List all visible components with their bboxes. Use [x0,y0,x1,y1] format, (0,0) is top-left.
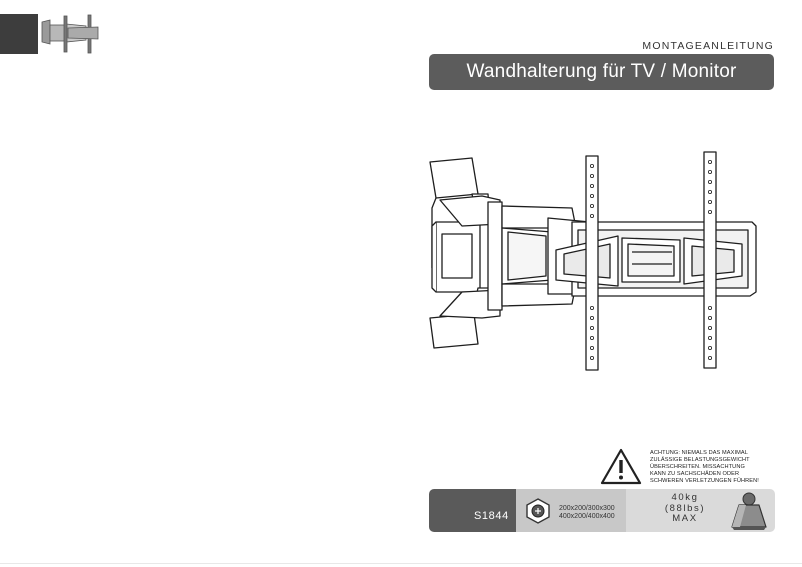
model-number: S1844 [474,510,509,522]
bottom-divider [0,563,802,564]
tv-wall-mount-illustration [429,151,757,371]
warning-text: ACHTUNG: NIEMALS DAS MAXIMAL ZULÄSSIGE B… [650,450,774,485]
vesa-section: 200x200/300x300 400x200/400x400 [516,489,626,532]
load-kg: 40kg [671,492,699,503]
document-type-label: MONTAGEANLEITUNG [642,40,774,52]
load-max: MAX [672,513,698,524]
warning-line: ÜBERSCHREITEN. MISSACHTUNG [650,463,745,470]
title-banner: Wandhalterung für TV / Monitor [429,54,774,90]
warning-line: ZULÄSSIGE BELASTUNGSGEWICHT [650,456,750,463]
warning-line: ACHTUNG: NIEMALS DAS MAXIMAL [650,450,748,456]
product-thumbnail [39,14,103,54]
weight-icon [731,492,767,530]
load-lbs: (88lbs) [664,502,706,514]
warning-triangle-icon [600,448,642,485]
warning-line: SCHWEREN VERLETZUNGEN FÜHREN! [650,477,759,484]
max-load: 40kg (88lbs) MAX [654,492,716,525]
page-title: Wandhalterung für TV / Monitor [466,61,737,82]
vesa-sizes: 200x200/300x300 400x200/400x400 [559,505,615,521]
vesa-line: 200x200/300x300 [559,505,615,512]
warning-line: KANN ZU SACHSCHÄDEN ODER [650,470,740,477]
load-section: 40kg (88lbs) MAX [626,489,775,532]
vesa-mount-icon [526,498,550,524]
model-section: S1844 [429,489,516,532]
spec-bar: S1844 200x200/300x300 400x200/400x400 40… [429,489,775,532]
vesa-line: 400x200/400x400 [559,513,615,520]
corner-block [0,14,38,54]
